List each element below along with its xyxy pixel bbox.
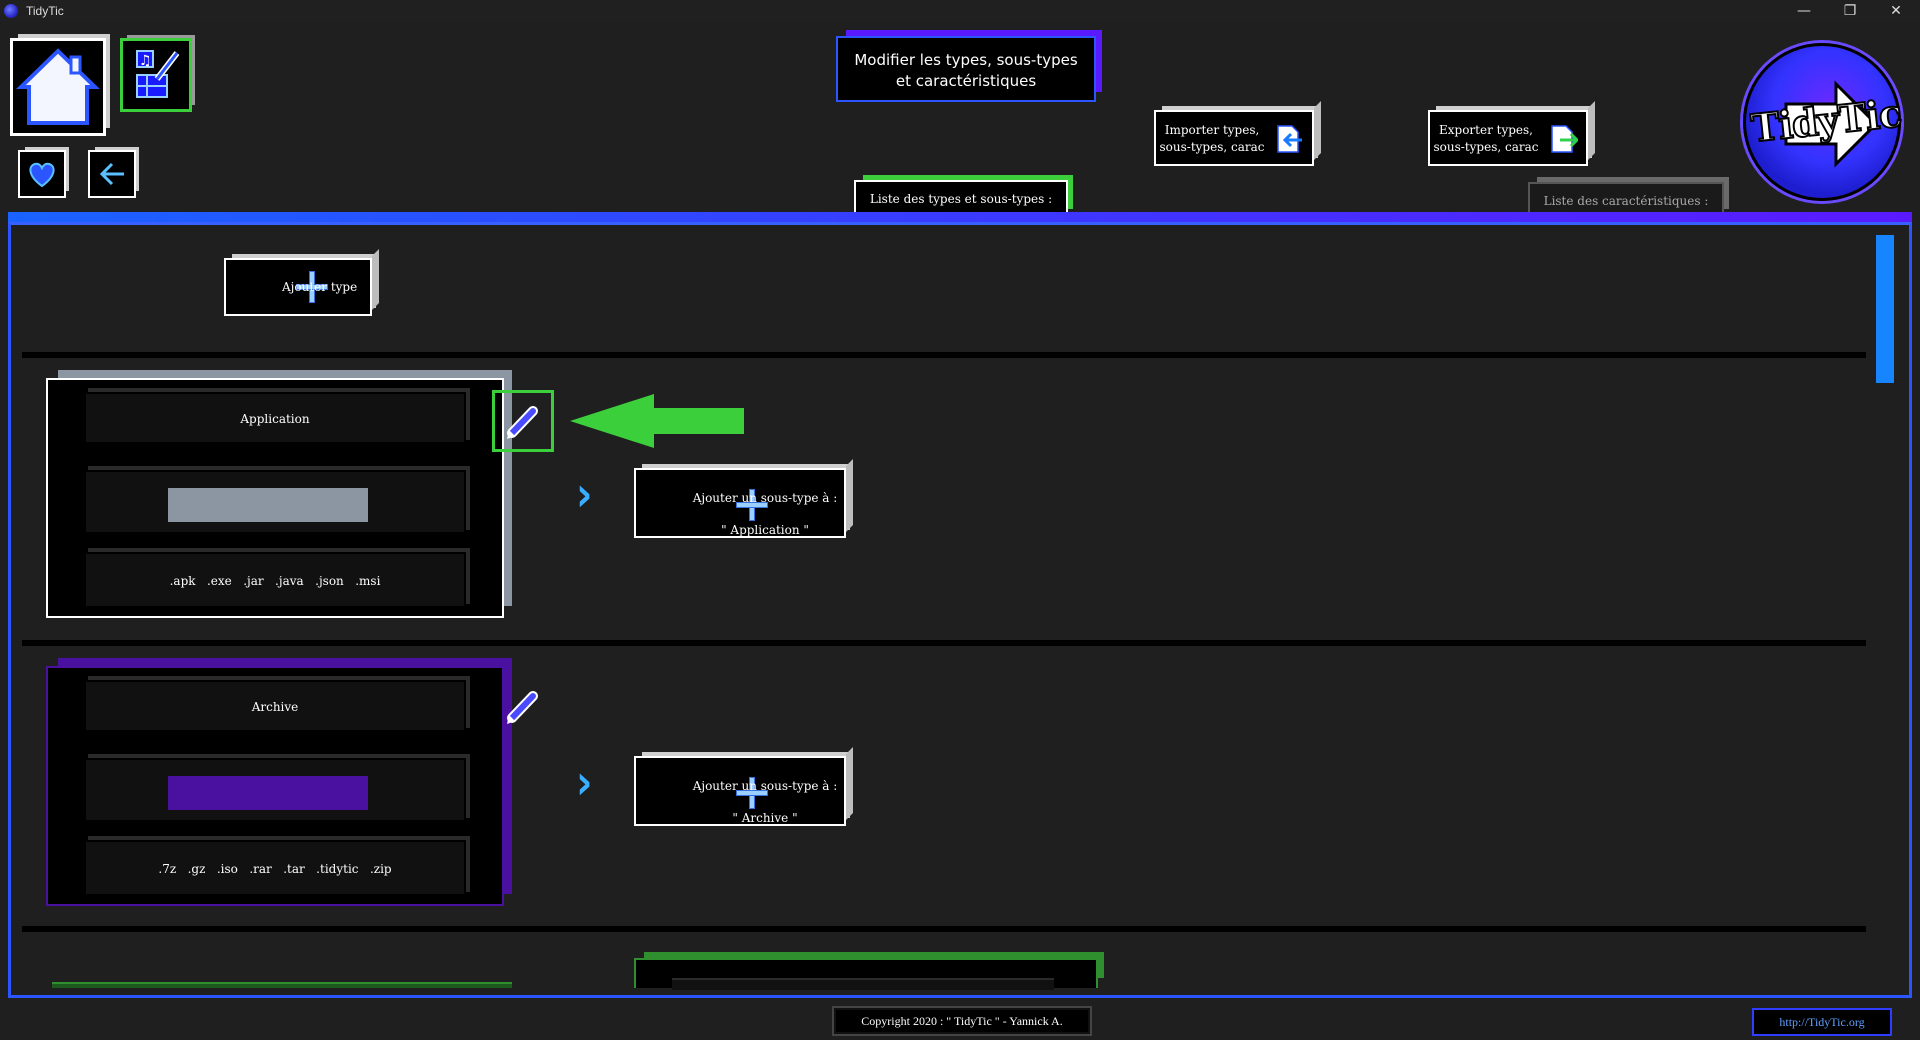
export-icon bbox=[1551, 125, 1578, 153]
edit-type-button[interactable] bbox=[492, 390, 554, 452]
type-extensions: .apk .exe .jar .java .json .msi bbox=[169, 574, 381, 588]
annotation-arrow-icon bbox=[570, 394, 744, 448]
home-icon bbox=[16, 48, 100, 125]
chevron-right-icon: › bbox=[576, 755, 593, 811]
tab-types-label: Liste des types et sous-types : bbox=[869, 192, 1053, 206]
copyright-text: Copyright 2020 : " TidyTic " - Yannick A… bbox=[832, 1006, 1092, 1036]
type-extensions-row: .apk .exe .jar .java .json .msi bbox=[84, 552, 466, 608]
restore-button[interactable]: ❐ bbox=[1843, 3, 1857, 19]
svg-text:♫: ♫ bbox=[139, 53, 152, 69]
back-button[interactable] bbox=[88, 150, 136, 198]
add-type-button[interactable]: Ajouter type bbox=[224, 258, 372, 316]
media-edit-icon: ♫ bbox=[136, 50, 180, 98]
type-name-row: Application bbox=[84, 392, 466, 444]
type-extensions-row: .7z .gz .iso .rar .tar .tidytic .zip bbox=[84, 840, 466, 896]
type-color-swatch[interactable] bbox=[168, 776, 368, 810]
add-subtype-line1: Ajouter un sous-type à : bbox=[692, 779, 838, 793]
type-card-next-partial bbox=[52, 982, 512, 988]
type-card-archive: Archive .7z .gz .iso .rar .tar .tidytic … bbox=[46, 666, 504, 906]
pencil-icon bbox=[507, 691, 538, 724]
scrollbar-thumb[interactable] bbox=[1876, 235, 1894, 383]
add-subtype-line1: Ajouter un sous-type à : bbox=[692, 491, 838, 505]
logo-arrow-icon bbox=[1784, 80, 1879, 168]
export-button[interactable]: Exporter types, sous-types, carac bbox=[1428, 110, 1588, 166]
pencil-icon bbox=[507, 406, 538, 439]
home-button[interactable] bbox=[10, 38, 106, 136]
type-name: Application bbox=[240, 412, 310, 426]
edit-type-button[interactable] bbox=[495, 678, 551, 734]
arrow-left-icon bbox=[99, 162, 124, 186]
import-label-line2: sous-types, carac bbox=[1159, 140, 1265, 154]
page-title: Modifier les types, sous-types et caract… bbox=[836, 36, 1096, 102]
type-color-swatch[interactable] bbox=[168, 488, 368, 522]
close-button[interactable]: ✕ bbox=[1890, 3, 1902, 19]
panel-top-edge bbox=[8, 212, 1912, 222]
import-button[interactable]: Importer types, sous-types, carac bbox=[1154, 110, 1314, 166]
tab-types[interactable]: Liste des types et sous-types : bbox=[854, 180, 1068, 218]
type-name-row: Archive bbox=[84, 680, 466, 732]
add-subtype-button-archive[interactable]: Ajouter un sous-type à : " Archive " bbox=[634, 756, 846, 826]
logo-text: TidyTic bbox=[1748, 89, 1904, 151]
website-link[interactable]: http://TidyTic.org bbox=[1752, 1008, 1892, 1036]
chevron-right-icon: › bbox=[576, 467, 593, 523]
heart-icon bbox=[29, 162, 55, 188]
plus-icon bbox=[737, 778, 767, 808]
plus-icon bbox=[297, 272, 327, 302]
add-subtype-button-application[interactable]: Ajouter un sous-type à : " Application " bbox=[634, 468, 846, 538]
subtype-card-partial bbox=[634, 958, 1098, 990]
import-label-line1: Importer types, bbox=[1164, 123, 1260, 137]
type-color-row bbox=[84, 470, 466, 534]
plus-icon bbox=[737, 490, 767, 520]
type-extensions: .7z .gz .iso .rar .tar .tidytic .zip bbox=[158, 862, 392, 876]
separator bbox=[22, 640, 1866, 646]
page-title-line2: et caractéristiques bbox=[895, 72, 1037, 90]
add-subtype-line2: " Archive " bbox=[732, 811, 798, 825]
export-label-line1: Exporter types, bbox=[1438, 123, 1533, 137]
media-edit-button[interactable]: ♫ bbox=[120, 38, 192, 112]
import-icon bbox=[1277, 125, 1302, 153]
add-subtype-line2: " Application " bbox=[721, 523, 809, 537]
minimize-button[interactable]: — bbox=[1797, 3, 1811, 19]
add-type-label: Ajouter type bbox=[282, 280, 358, 294]
app-icon bbox=[4, 4, 18, 18]
tab-caracteristiques-label: Liste des caractéristiques : bbox=[1543, 194, 1709, 208]
type-color-row bbox=[84, 758, 466, 822]
separator bbox=[22, 352, 1866, 358]
type-name: Archive bbox=[251, 700, 299, 714]
type-card-application: Application .apk .exe .jar .java .json .… bbox=[46, 378, 504, 618]
page-title-line1: Modifier les types, sous-types bbox=[854, 51, 1078, 69]
window-title: TidyTic bbox=[26, 4, 64, 18]
export-label-line2: sous-types, carac bbox=[1433, 140, 1539, 154]
separator bbox=[22, 926, 1866, 932]
title-bar: TidyTic — ❐ ✕ bbox=[0, 0, 1920, 22]
tidytic-logo: TidyTic bbox=[1743, 43, 1904, 201]
favorite-button[interactable] bbox=[18, 150, 66, 198]
